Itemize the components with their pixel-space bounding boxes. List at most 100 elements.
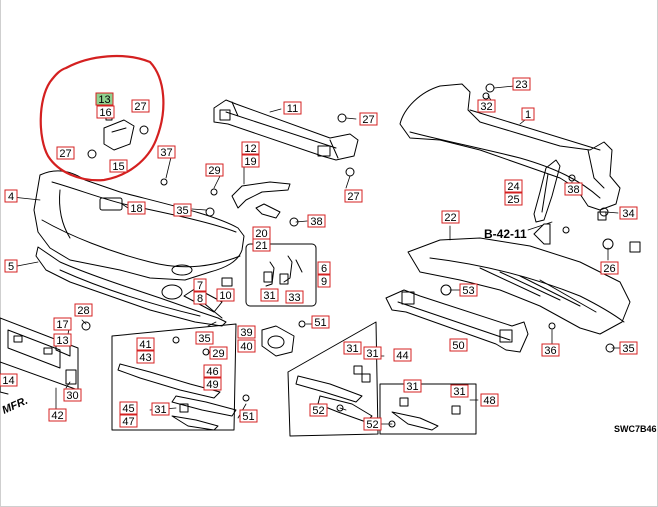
mfr-label: MFR. (0, 395, 29, 417)
part-label-l13a: 13 (95, 92, 114, 106)
part-label-box (131, 99, 150, 113)
part-label-text: 31 (453, 386, 465, 398)
part-label-box (317, 274, 331, 288)
part-label-l29b: 29 (209, 346, 228, 360)
bumper-skirt-part-5 (35, 246, 227, 327)
part-label-l5: 5 (4, 259, 18, 273)
part-label-l28: 28 (74, 303, 93, 317)
part-label-box (619, 206, 638, 220)
part-label-box (241, 154, 260, 168)
part-label-l10: 10 (216, 288, 235, 302)
garnish-group-part-41 (111, 323, 237, 431)
part-label-l16: 16 (96, 105, 115, 119)
part-label-text: 51 (242, 411, 254, 423)
part-label-text: 17 (56, 319, 68, 331)
part-label-box (203, 364, 222, 378)
part-label-l50: 50 (449, 338, 468, 352)
part-label-text: 13 (56, 335, 68, 347)
part-label-text: 31 (154, 404, 166, 416)
part-label-box (193, 278, 207, 292)
part-label-text: 31 (346, 343, 358, 355)
part-label-l35b: 35 (195, 331, 214, 345)
reference-label: B-42-11 (484, 227, 527, 241)
part-label-l48: 48 (480, 393, 499, 407)
part-label-box (193, 291, 207, 305)
pad-part-7 (183, 287, 223, 313)
part-label-l22: 22 (441, 210, 460, 224)
part-label-text: 31 (263, 290, 275, 302)
part-label-text: 51 (314, 317, 326, 329)
part-label-box (127, 201, 146, 215)
part-label-l27c: 27 (359, 112, 378, 126)
part-label-l7: 7 (193, 278, 207, 292)
part-label-l51b: 51 (239, 409, 258, 423)
part-label-l35a: 35 (173, 203, 192, 217)
part-label-l38b: 38 (564, 182, 583, 196)
part-label-box (480, 393, 499, 407)
part-label-box (619, 341, 638, 355)
part-label-box (307, 214, 326, 228)
part-label-box (521, 107, 535, 121)
part-label-l29a: 29 (205, 163, 224, 177)
part-label-box (173, 203, 192, 217)
part-label-text: 38 (310, 216, 322, 228)
part-label-l8: 8 (193, 291, 207, 305)
part-label-text: 35 (198, 333, 210, 345)
part-label-box (48, 408, 67, 422)
part-label-box (504, 192, 523, 206)
part-label-text: 9 (321, 276, 327, 288)
part-label-box (237, 339, 256, 353)
part-label-l45: 45 (119, 401, 138, 415)
part-label-l31f: 31 (450, 384, 469, 398)
part-label-box (344, 189, 363, 203)
part-label-l27d: 27 (344, 189, 363, 203)
part-label-text: 31 (406, 381, 418, 393)
part-label-box (363, 417, 382, 431)
part-label-text: 30 (66, 390, 78, 402)
lower-diffuser-part-22 (407, 237, 631, 335)
part-label-l30: 30 (63, 388, 82, 402)
part-label-text: 39 (240, 327, 252, 339)
reference-arrow: B-42-11 (484, 223, 551, 245)
part-label-box (441, 210, 460, 224)
part-label-box (241, 141, 260, 155)
part-label-text: 47 (122, 416, 134, 428)
part-label-box (195, 331, 214, 345)
part-label-text: 36 (544, 345, 556, 357)
part-label-text: 4 (8, 191, 14, 203)
part-label-text: 15 (112, 161, 124, 173)
part-label-l43: 43 (136, 350, 155, 364)
seal-part-39 (261, 325, 295, 357)
part-label-l15: 15 (109, 159, 128, 173)
part-label-l42: 42 (48, 408, 67, 422)
part-label-box (63, 388, 82, 402)
part-label-l14: 14 (0, 373, 18, 387)
part-label-text: 53 (462, 285, 474, 297)
part-label-l52b: 52 (363, 417, 382, 431)
part-label-l34: 34 (619, 206, 638, 220)
part-label-l33: 33 (285, 290, 304, 304)
part-label-box (477, 99, 496, 113)
part-label-box (363, 346, 382, 360)
part-label-text: 38 (567, 184, 579, 196)
frame-edge-left (0, 0, 1, 507)
part-label-text: 40 (240, 341, 252, 353)
part-label-text: 24 (507, 181, 519, 193)
part-label-text: 25 (507, 194, 519, 206)
part-label-text: 18 (130, 203, 142, 215)
part-label-box (317, 261, 331, 275)
part-label-l26: 26 (600, 261, 619, 275)
garnish-group-part-48 (379, 383, 477, 435)
part-label-text: 10 (219, 290, 231, 302)
part-label-l52a: 52 (309, 403, 328, 417)
part-label-box (119, 401, 138, 415)
part-label-text: 21 (255, 240, 267, 252)
part-label-box (109, 159, 128, 173)
part-label-text: 41 (139, 339, 151, 351)
side-bracket-part-24 (533, 159, 561, 223)
part-label-text: 27 (59, 148, 71, 160)
part-label-box (359, 112, 378, 126)
part-label-box (209, 346, 228, 360)
part-label-text: 14 (2, 375, 14, 387)
part-label-text: 23 (515, 79, 527, 91)
